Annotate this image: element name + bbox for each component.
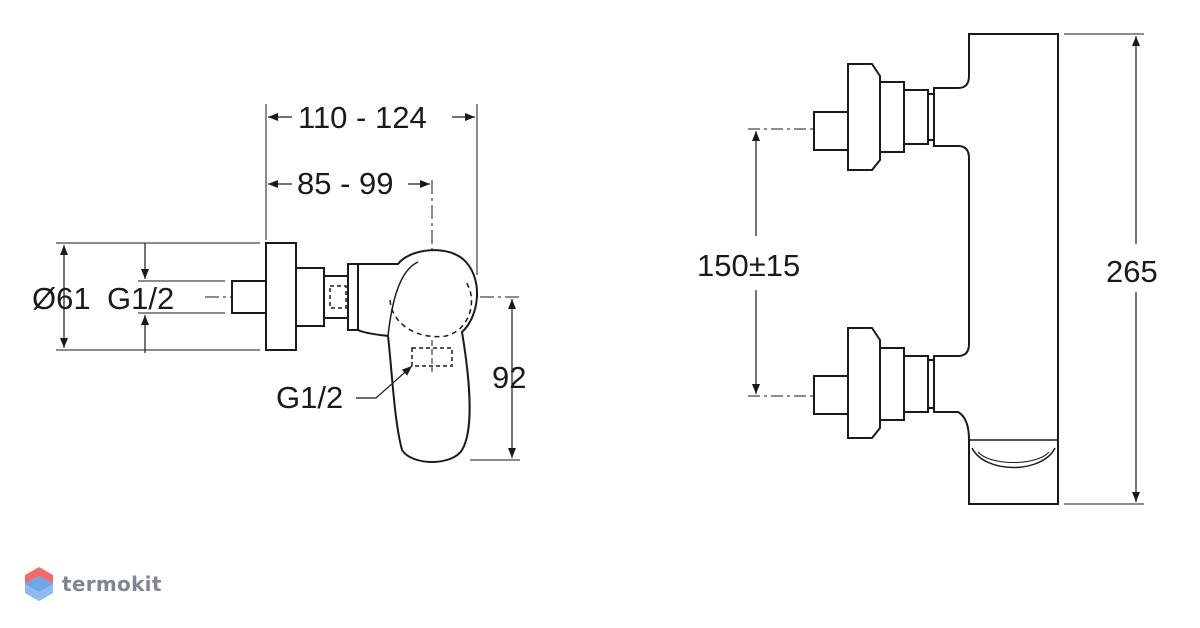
brand-watermark: termokit	[24, 566, 162, 602]
upper-connector	[903, 89, 929, 145]
eccentric	[323, 275, 349, 319]
lower-seal	[927, 359, 935, 409]
label-inlet-spacing: 150±15	[697, 248, 800, 283]
lower-flange	[847, 327, 881, 439]
eccentric-hidden	[329, 285, 347, 309]
wall-flange	[265, 242, 297, 351]
inlet-pipe	[231, 280, 267, 314]
side-view	[56, 104, 520, 463]
front-view	[748, 33, 1144, 505]
upper-seal	[927, 93, 935, 141]
lower-inlet-pipe	[813, 375, 849, 415]
label-outlet-thread: G1/2	[276, 380, 343, 415]
label-overall-depth: 110 - 124	[298, 100, 427, 135]
body-neck	[347, 263, 359, 331]
brand-name: termokit	[62, 572, 162, 596]
upper-nut	[879, 81, 905, 153]
label-overall-height: 265	[1106, 254, 1158, 289]
outlet-aerator	[971, 447, 1056, 469]
lever-outline	[387, 261, 419, 337]
connector-nut	[295, 267, 325, 327]
lower-connector	[903, 355, 929, 413]
outlet-thread-hidden	[411, 347, 453, 367]
brand-logo-icon	[25, 567, 53, 601]
outlet-aerator-inner	[977, 451, 1050, 463]
upper-inlet-pipe	[813, 111, 849, 151]
label-outlet-height: 92	[492, 360, 526, 395]
mixer-body-front	[933, 33, 1059, 505]
outlet-leader	[356, 365, 413, 399]
label-inlet-thread: G1/2	[107, 281, 174, 316]
label-axis-depth: 85 - 99	[297, 166, 394, 201]
label-flange-diameter: Ø61	[32, 281, 91, 316]
upper-flange	[847, 63, 881, 171]
lower-nut	[879, 347, 905, 421]
mixer-body	[357, 249, 478, 463]
cartridge-hidden	[389, 281, 473, 338]
